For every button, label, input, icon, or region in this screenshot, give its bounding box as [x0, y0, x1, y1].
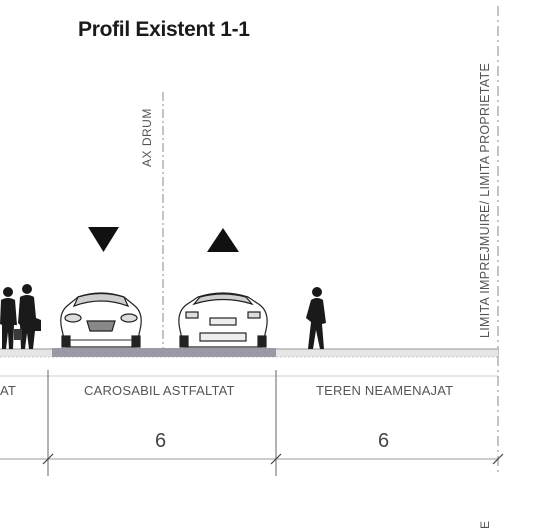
triangle-up-icon: [207, 228, 239, 252]
drawing-title: Profil Existent 1-1: [78, 18, 250, 41]
zone-label-left: AT: [0, 383, 17, 398]
zone-width-unimproved-land: 6: [378, 430, 390, 452]
zone-width-carriageway: 6: [155, 430, 167, 452]
zone-label-unimproved-land: TEREN NEAMENAJAT: [316, 383, 454, 398]
zone-label-carriageway: CAROSABIL ASTFALTAT: [84, 383, 235, 398]
property-limit-label-bottom: E: [478, 520, 492, 529]
car-front-icon: [60, 292, 142, 348]
road-axis-label: AX DRUM: [140, 108, 154, 167]
property-limit-label: LIMITA IMPREJMUIRE/ LIMITA PROPRIETATE: [478, 62, 492, 338]
pedestrian-icon: [306, 287, 326, 349]
dimension-ticks: [42, 453, 504, 465]
triangle-down-icon: [88, 227, 119, 252]
car-rear-icon: [178, 292, 268, 348]
asphalt-surface: [52, 348, 276, 357]
pedestrian-group-icon: [0, 284, 41, 349]
